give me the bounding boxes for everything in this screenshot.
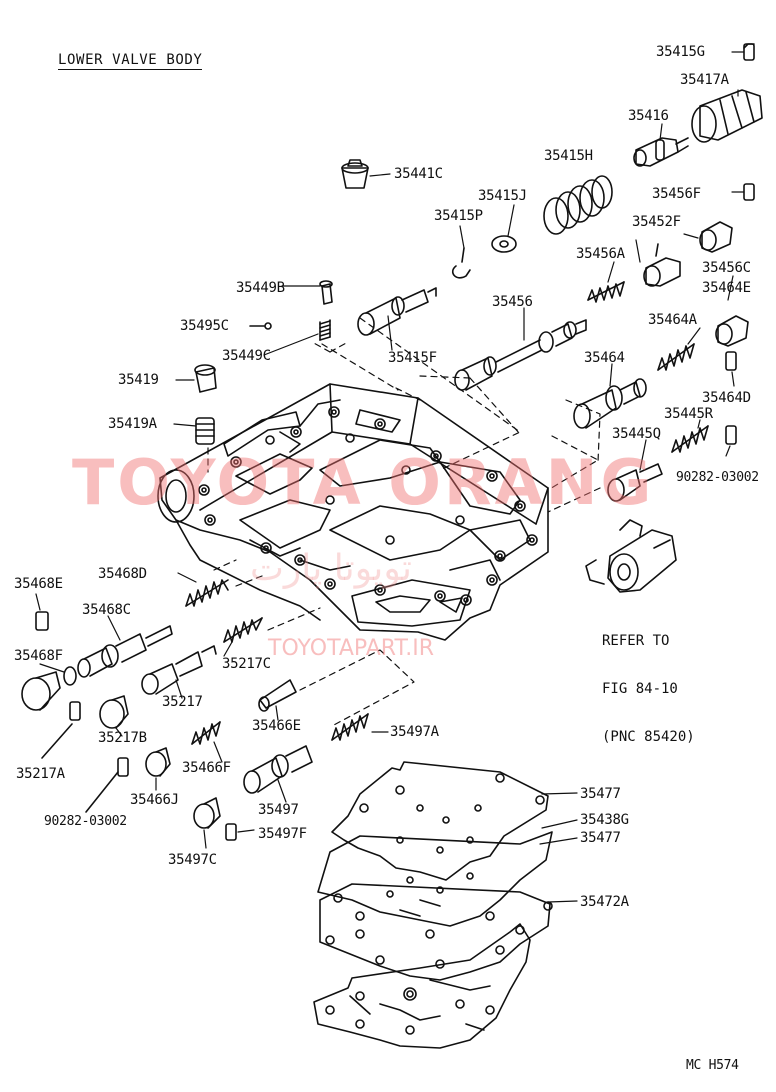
part-label[interactable]: 35468F bbox=[14, 648, 63, 664]
part-label[interactable]: 35445Q bbox=[612, 426, 661, 442]
part-label[interactable]: 35415P bbox=[434, 208, 483, 224]
part-label[interactable]: 90282-03002 bbox=[676, 470, 759, 485]
part-label[interactable]: 35456F bbox=[652, 186, 701, 202]
part-label[interactable]: 35415G bbox=[656, 44, 705, 60]
part-label[interactable]: 35445R bbox=[664, 406, 713, 422]
part-label[interactable]: 35497C bbox=[168, 852, 217, 868]
part-label[interactable]: 35464E bbox=[702, 280, 751, 296]
part-label[interactable]: 35456 bbox=[492, 294, 533, 310]
part-label[interactable]: 35415F bbox=[388, 350, 437, 366]
part-label[interactable]: 35456C bbox=[702, 260, 751, 276]
separator-plates bbox=[313, 761, 553, 1049]
figure-code: MC H574 bbox=[686, 1058, 739, 1073]
part-label[interactable]: 35217A bbox=[16, 766, 65, 782]
part-label[interactable]: 35419 bbox=[118, 372, 159, 388]
refer-note: REFER TO FIG 84-10 (PNC 85420) bbox=[602, 601, 695, 777]
part-label[interactable]: 35419A bbox=[108, 416, 157, 432]
part-label[interactable]: 35468E bbox=[14, 576, 63, 592]
part-label[interactable]: 35464D bbox=[702, 390, 751, 406]
part-label[interactable]: 35497 bbox=[258, 802, 299, 818]
refer-note-line[interactable]: FIG 84-10 bbox=[602, 681, 678, 697]
part-label[interactable]: 35477 bbox=[580, 786, 621, 802]
part-label[interactable]: 35466F bbox=[182, 760, 231, 776]
part-label[interactable]: 35217 bbox=[162, 694, 203, 710]
valve-body-housing bbox=[157, 383, 549, 641]
part-label[interactable]: 35466J bbox=[130, 792, 179, 808]
part-label[interactable]: 35477 bbox=[580, 830, 621, 846]
part-label[interactable]: 35452F bbox=[632, 214, 681, 230]
part-label[interactable]: 35464A bbox=[648, 312, 697, 328]
cluster-top-right bbox=[341, 43, 763, 593]
refer-note-line: (PNC 85420) bbox=[602, 729, 695, 745]
watermark-brand: TOYOTA ORANG bbox=[72, 446, 655, 519]
diagram-title: LOWER VALVE BODY bbox=[58, 52, 203, 70]
part-label[interactable]: 35449B bbox=[236, 280, 285, 296]
cluster-left bbox=[21, 280, 437, 841]
part-label[interactable]: 35495C bbox=[180, 318, 229, 334]
part-label[interactable]: 35438G bbox=[580, 812, 629, 828]
part-label[interactable]: 35415H bbox=[544, 148, 593, 164]
part-label[interactable]: 35468D bbox=[98, 566, 147, 582]
part-label[interactable]: 35497F bbox=[258, 826, 307, 842]
watermark-site: TOYOTAPART.IR bbox=[268, 636, 435, 661]
part-label[interactable]: 35472A bbox=[580, 894, 629, 910]
part-label[interactable]: 35464 bbox=[584, 350, 625, 366]
part-label[interactable]: 35416 bbox=[628, 108, 669, 124]
refer-note-line: REFER TO bbox=[602, 633, 670, 649]
part-label[interactable]: 35217C bbox=[222, 656, 271, 672]
part-label[interactable]: 35217B bbox=[98, 730, 147, 746]
part-label[interactable]: 35441C bbox=[394, 166, 443, 182]
watermark-farsi: تویوتا پارت bbox=[250, 548, 412, 589]
part-label[interactable]: 90282-03002 bbox=[44, 814, 127, 829]
part-label[interactable]: 35466E bbox=[252, 718, 301, 734]
part-label[interactable]: 35417A bbox=[680, 72, 729, 88]
part-label[interactable]: 35415J bbox=[478, 188, 527, 204]
part-label[interactable]: 35456A bbox=[576, 246, 625, 262]
part-label[interactable]: 35497A bbox=[390, 724, 439, 740]
part-label[interactable]: 35468C bbox=[82, 602, 131, 618]
part-label[interactable]: 35449C bbox=[222, 348, 271, 364]
